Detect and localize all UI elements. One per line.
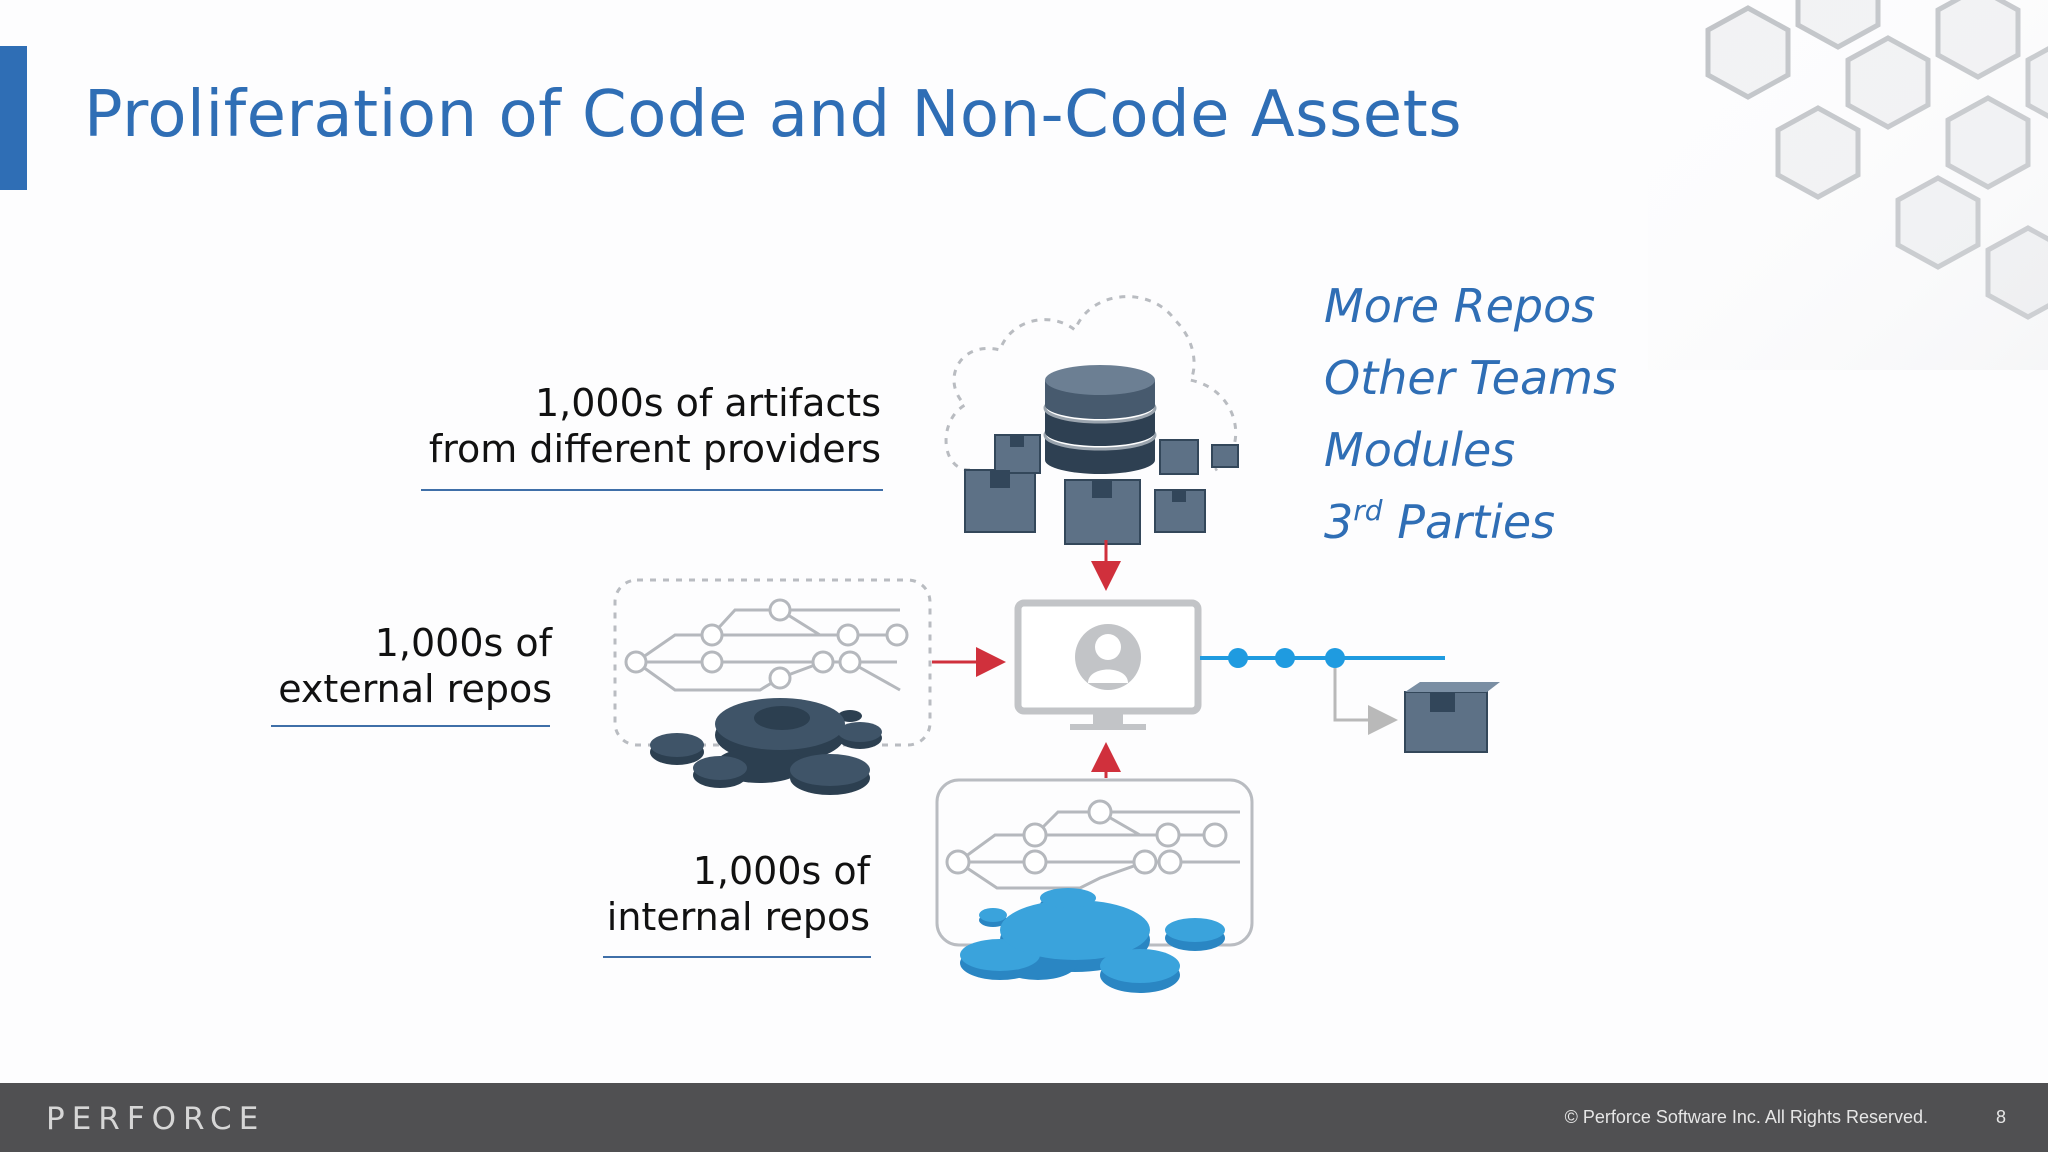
internal-repos-label-line1: 1,000s of <box>692 849 870 893</box>
artifacts-label: 1,000s of artifacts from different provi… <box>429 380 881 472</box>
external-repo-graph-icon <box>613 578 932 795</box>
bullet-other-teams: Other Teams <box>1324 351 1617 405</box>
third-parties-text: Parties <box>1382 495 1556 549</box>
footer-bar: PERFORCE © Perforce Software Inc. All Ri… <box>0 1083 2048 1152</box>
internal-repos-label-line2: internal repos <box>606 895 870 939</box>
page-title: Proliferation of Code and Non-Code Asset… <box>84 78 1463 152</box>
third-parties-ordinal: rd <box>1353 494 1383 527</box>
internal-repos-underline <box>603 956 871 958</box>
artifacts-label-line2: from different providers <box>428 427 881 471</box>
internal-repo-graph-icon <box>935 778 1254 993</box>
perforce-logo: PERFORCE <box>46 1101 266 1137</box>
external-repos-label-line1: 1,000s of <box>374 621 552 665</box>
delivery-pipeline <box>1200 648 1445 735</box>
internal-repos-label: 1,000s of internal repos <box>607 848 870 940</box>
bullet-modules: Modules <box>1324 423 1516 477</box>
hexagon-pattern-decoration <box>1648 0 2048 370</box>
page-number: 8 <box>1995 1107 2006 1127</box>
artifacts-underline <box>421 489 883 491</box>
workstation-user-icon <box>1014 599 1202 730</box>
third-parties-number: 3 <box>1324 495 1354 549</box>
bullet-more-repos: More Repos <box>1324 279 1596 333</box>
title-accent-bar <box>0 46 27 190</box>
external-repos-label-line2: external repos <box>278 667 552 711</box>
bullet-third-parties: 3rd Parties <box>1324 486 1617 558</box>
external-repos-label: 1,000s of external repos <box>278 620 552 712</box>
external-repos-underline <box>271 725 550 727</box>
cloud-database-icon <box>944 295 1239 545</box>
asset-type-list: More Repos Other Teams Modules 3rd Parti… <box>1324 270 1617 558</box>
artifacts-label-line1: 1,000s of artifacts <box>535 381 881 425</box>
package-box-icon <box>1404 682 1500 753</box>
copyright-text: © Perforce Software Inc. All Rights Rese… <box>1564 1107 1928 1127</box>
